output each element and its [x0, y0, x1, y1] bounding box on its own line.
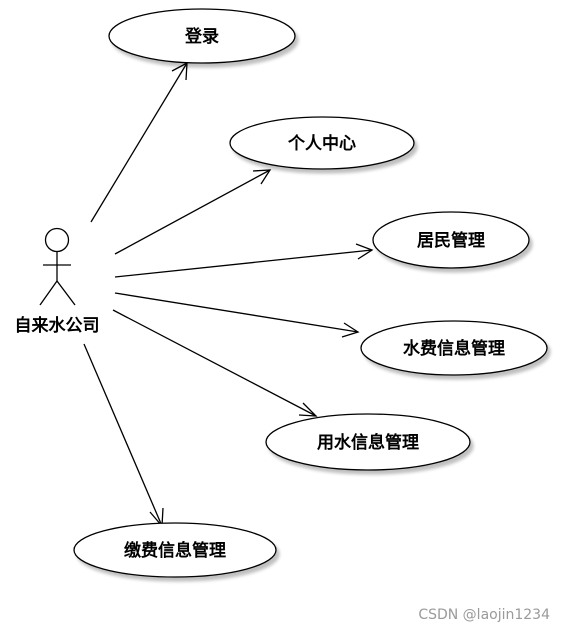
- use-case-ellipse: [265, 413, 471, 471]
- use-case-resident-management[interactable]: 居民管理: [372, 211, 530, 269]
- associations: [83, 61, 374, 528]
- association-resident-management: [114, 243, 374, 278]
- use-case-label: 个人中心: [287, 133, 356, 154]
- use-case-label: 用水信息管理: [317, 432, 419, 453]
- actor-head: [44, 227, 70, 253]
- association-water-fee-management: [114, 292, 360, 338]
- association-personal-center: [114, 169, 272, 255]
- watermark-text: CSDN @laojin1234: [418, 607, 550, 623]
- use-case-ellipse: [73, 522, 277, 578]
- use-case-label: 登录: [184, 26, 219, 47]
- actor-label: 自来水公司: [15, 315, 100, 336]
- use-case-payment-management[interactable]: 缴费信息管理: [73, 522, 277, 578]
- association-login: [90, 61, 188, 223]
- actor-right-leg: [56, 280, 76, 306]
- use-case-personal-center[interactable]: 个人中心: [229, 116, 415, 170]
- actor-figure[interactable]: [39, 227, 76, 306]
- use-case-label: 居民管理: [417, 230, 485, 251]
- use-case-water-usage-management[interactable]: 用水信息管理: [265, 413, 471, 471]
- use-case-ellipse: [360, 320, 548, 376]
- association-water-usage-management: [112, 309, 318, 417]
- use-case-label: 水费信息管理: [403, 338, 505, 359]
- use-case-water-fee-management[interactable]: 水费信息管理: [360, 320, 548, 376]
- association-payment-management: [83, 343, 164, 528]
- use-case-login[interactable]: 登录: [108, 8, 296, 64]
- use-case-ellipse: [108, 8, 296, 64]
- actor-left-leg: [39, 280, 58, 306]
- use-case-ellipse: [229, 116, 415, 170]
- use-case-ellipse: [372, 211, 530, 269]
- use-case-label: 缴费信息管理: [124, 540, 226, 561]
